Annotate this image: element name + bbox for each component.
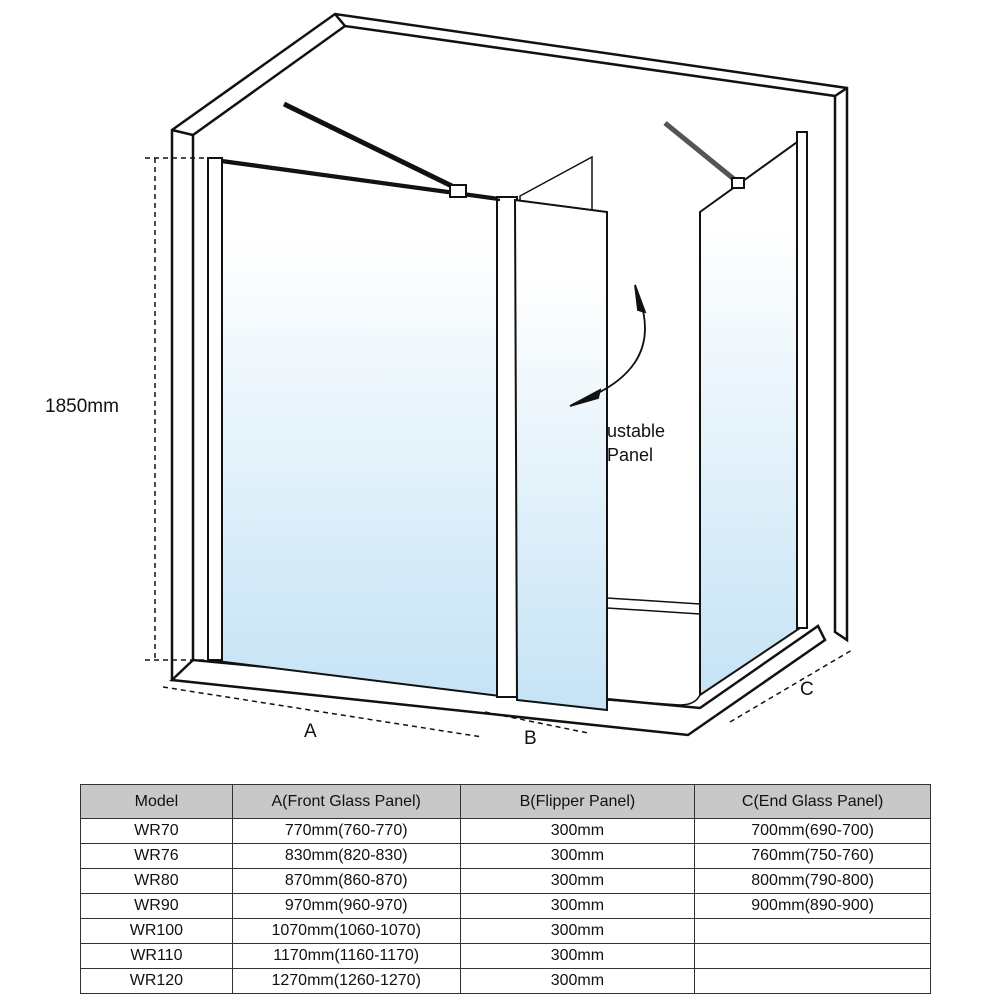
end-glass-panel [699, 138, 801, 697]
cell-c: 800mm(790-800) [694, 868, 931, 894]
wall-profile-left [207, 157, 223, 661]
size-table: Model A(Front Glass Panel) B(Flipper Pan… [80, 784, 931, 994]
panel-note-line1: ustable [607, 421, 666, 441]
cell-c [694, 943, 931, 969]
cell-c: 760mm(750-760) [694, 843, 931, 869]
cell-b: 300mm [459, 843, 696, 869]
header-b: B(Flipper Panel) [459, 784, 696, 819]
cell-a: 870mm(860-870) [231, 868, 461, 894]
cell-c [694, 918, 931, 944]
cell-b: 300mm [459, 968, 696, 994]
cell-a: 1270mm(1260-1270) [231, 968, 461, 994]
cell-b: 300mm [459, 918, 696, 944]
dimension-a-label: A [304, 721, 317, 742]
header-c: C(End Glass Panel) [694, 784, 931, 819]
cell-c: 900mm(890-900) [694, 893, 931, 919]
shower-enclosure-diagram [145, 12, 853, 738]
panel-note-line2: Panel [607, 445, 654, 465]
cell-model: WR100 [80, 918, 233, 944]
cell-model: WR70 [80, 818, 233, 844]
cell-b: 300mm [459, 893, 696, 919]
height-dimension-label: 1850mm [45, 396, 119, 417]
cell-a: 1170mm(1160-1170) [231, 943, 461, 969]
front-glass-panel [207, 156, 501, 698]
table-header-row: Model A(Front Glass Panel) B(Flipper Pan… [80, 784, 931, 819]
cell-model: WR76 [80, 843, 233, 869]
dimension-b-label: B [524, 728, 537, 749]
cell-model: WR110 [80, 943, 233, 969]
cell-c [694, 968, 931, 994]
rotation-arrow-icon [569, 284, 647, 407]
cell-b: 300mm [459, 943, 696, 969]
cell-a: 1070mm(1060-1070) [231, 918, 461, 944]
cell-model: WR80 [80, 868, 233, 894]
header-model: Model [80, 784, 233, 819]
flipper-panel [513, 198, 608, 712]
hinge-profile [496, 196, 518, 698]
cell-c: 700mm(690-700) [694, 818, 931, 844]
cell-a: 970mm(960-970) [231, 893, 461, 919]
support-arm-left [221, 101, 501, 202]
cell-b: 300mm [459, 818, 696, 844]
cell-a: 830mm(820-830) [231, 843, 461, 869]
cell-model: WR90 [80, 893, 233, 919]
cell-model: WR120 [80, 968, 233, 994]
header-a: A(Front Glass Panel) [231, 784, 461, 819]
wall-profile-right [796, 131, 808, 629]
support-arm-right [663, 121, 745, 189]
cell-a: 770mm(760-770) [231, 818, 461, 844]
dimension-c-label: C [800, 679, 814, 700]
dimension-lines [145, 157, 853, 738]
cell-b: 300mm [459, 868, 696, 894]
